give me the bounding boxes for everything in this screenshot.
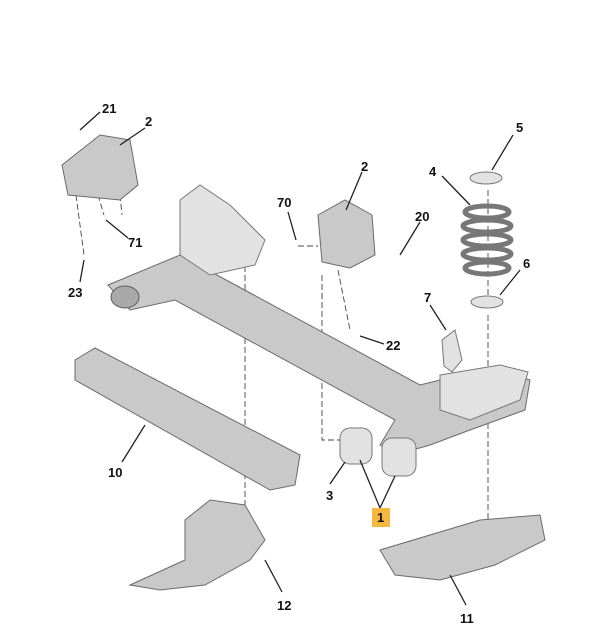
spring-pad-part-6	[470, 295, 504, 309]
heat-shield-part-10	[74, 347, 301, 491]
bushings-part-1	[339, 427, 417, 477]
callout-3: 3	[326, 488, 333, 503]
spring-seat-part-5	[469, 171, 503, 185]
callout-71: 71	[128, 235, 142, 250]
callout-5: 5	[516, 120, 523, 135]
callout-70: 70	[277, 195, 291, 210]
callout-4: 4	[429, 164, 437, 179]
shield-part-11	[379, 514, 546, 581]
mount-bracket-left	[61, 134, 139, 201]
callout-23: 23	[68, 285, 82, 300]
callout-11: 11	[460, 611, 474, 626]
shield-part-12	[128, 499, 266, 591]
callout-20: 20	[415, 209, 429, 224]
callout-22: 22	[386, 338, 400, 353]
callout-1-highlight	[372, 508, 390, 527]
callout-12: 12	[277, 598, 291, 613]
callout-21: 21	[102, 101, 116, 116]
leader-lines	[79, 111, 521, 606]
callout-1: 1	[377, 510, 384, 525]
callout-2-left: 2	[145, 114, 152, 129]
callout-7: 7	[424, 290, 431, 305]
callout-10: 10	[108, 465, 122, 480]
bump-stop-part-7	[441, 329, 463, 373]
callout-6: 6	[523, 256, 530, 271]
rear-axle-beam	[107, 184, 531, 456]
coil-spring-part-4	[460, 203, 514, 277]
callout-labels: 21 2 71 23 2 70 20 22 5 4 6 7 10 3 1 12 …	[68, 101, 530, 626]
mount-bracket-center	[317, 199, 376, 269]
callout-2-center: 2	[361, 159, 368, 174]
